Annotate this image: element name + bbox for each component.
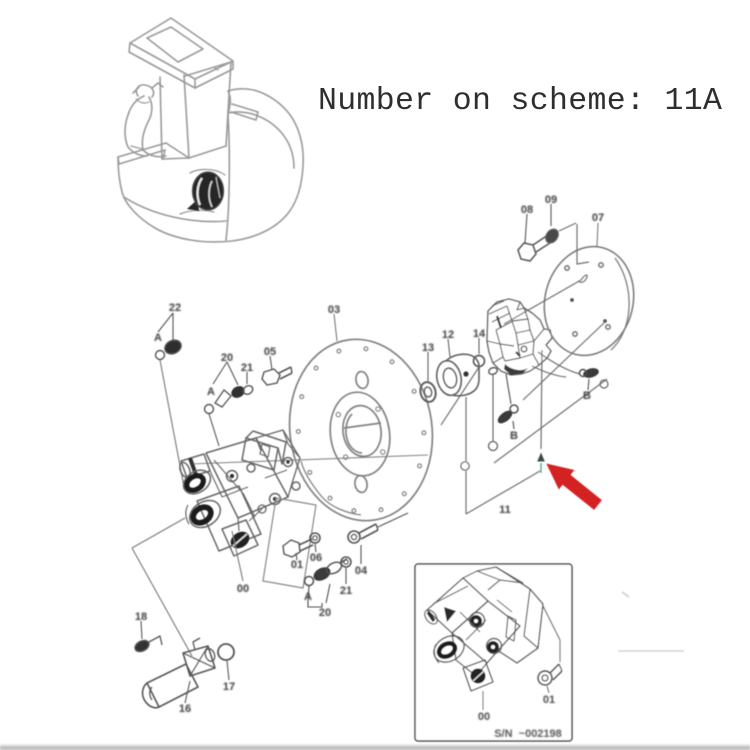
svg-text:20: 20	[319, 607, 331, 619]
svg-text:00: 00	[237, 583, 249, 595]
svg-text:07: 07	[592, 212, 604, 224]
svg-text:18: 18	[135, 611, 147, 623]
svg-text:05: 05	[264, 346, 276, 358]
svg-text:Number on scheme: 11A: Number on scheme: 11A	[318, 84, 722, 119]
svg-text:16: 16	[179, 703, 191, 715]
svg-text:13: 13	[422, 342, 434, 354]
svg-text:03: 03	[328, 304, 340, 316]
svg-text:06: 06	[310, 552, 322, 564]
svg-text:04: 04	[355, 565, 368, 577]
svg-text:22: 22	[169, 302, 181, 314]
svg-text:11: 11	[499, 504, 511, 516]
svg-text:01: 01	[291, 559, 303, 571]
svg-text:B: B	[510, 430, 518, 442]
svg-text:A: A	[207, 386, 215, 398]
svg-text:21: 21	[340, 585, 352, 597]
svg-text:B: B	[583, 390, 591, 402]
svg-text:17: 17	[223, 681, 235, 693]
svg-text:20: 20	[221, 352, 233, 364]
svg-text:00: 00	[478, 711, 490, 723]
svg-text:14: 14	[473, 328, 486, 340]
svg-text:S/N ~002198: S/N ~002198	[494, 728, 562, 740]
svg-text:A: A	[154, 332, 162, 344]
svg-text:A: A	[304, 591, 312, 603]
svg-text:01: 01	[543, 694, 555, 706]
svg-text:08: 08	[521, 204, 533, 216]
svg-text:21: 21	[241, 362, 253, 374]
svg-text:12: 12	[442, 329, 454, 341]
svg-text:09: 09	[545, 194, 557, 206]
